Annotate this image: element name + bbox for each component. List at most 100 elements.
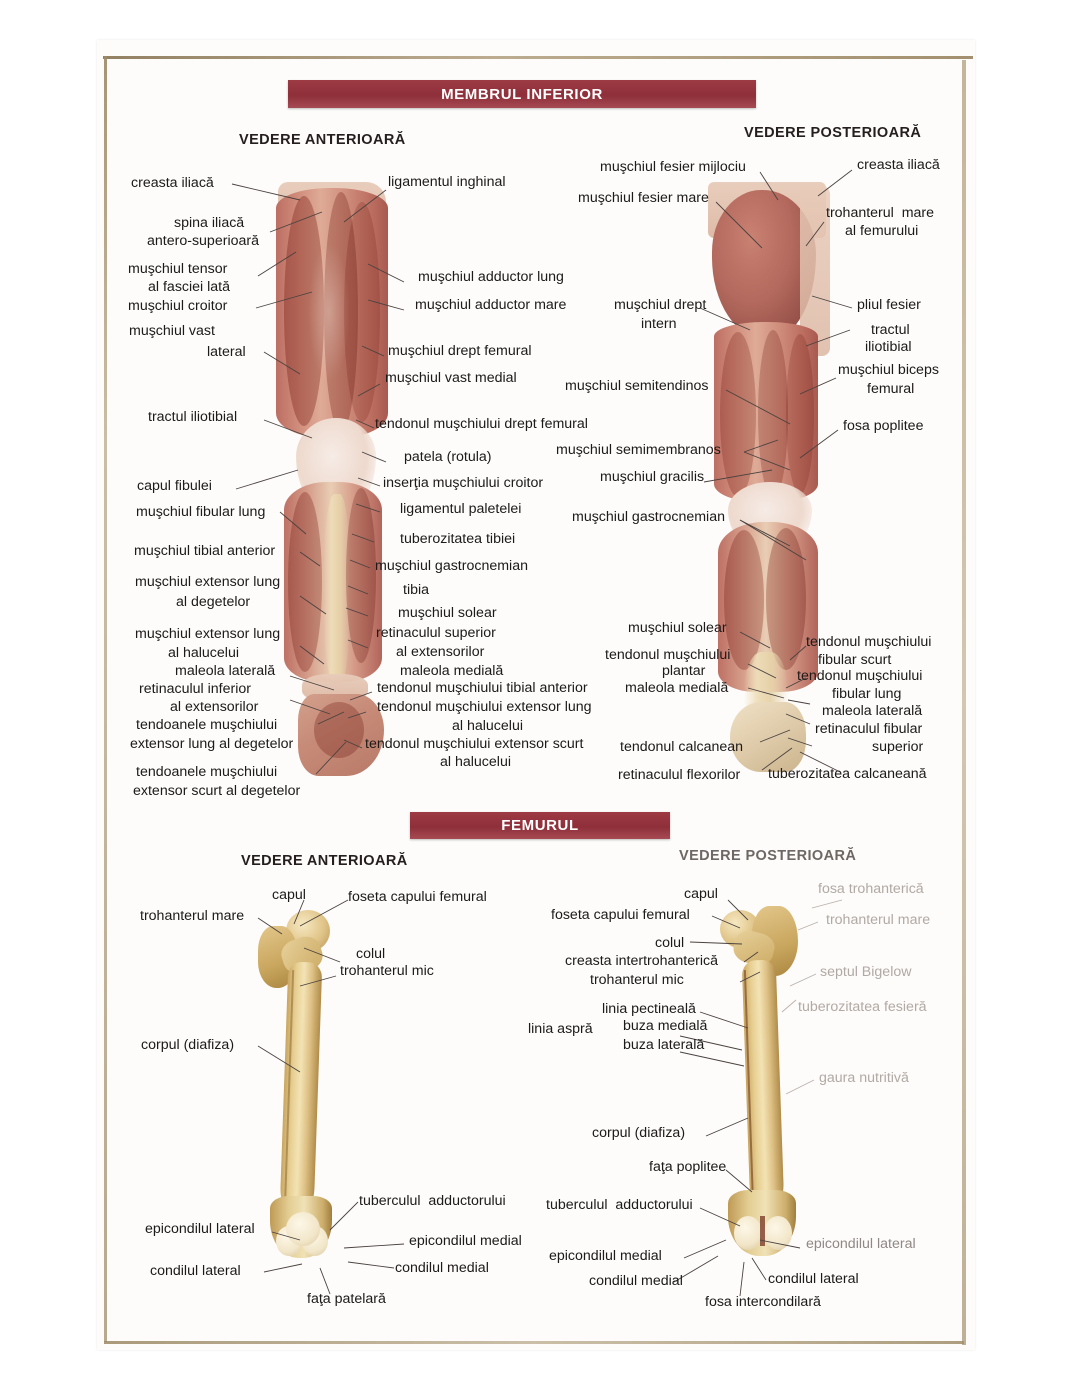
label-fem-ant-capul: capul bbox=[272, 887, 306, 903]
label-tuberozitatea-calcaneana: tuberozitatea calcaneană bbox=[768, 766, 927, 782]
label-tendon-muschiului-plantar: tendonul muşchiului bbox=[605, 647, 731, 663]
label-fem-post-condil-medial: condilul medial bbox=[589, 1273, 683, 1289]
label-tendon-tibial-anterior: tendonul muşchiului tibial anterior bbox=[377, 680, 588, 696]
page-edge-right bbox=[962, 60, 966, 1345]
label-fem-ant-fata-patelara: faţa patelară bbox=[307, 1291, 386, 1307]
label-al-extensorilor-sup: al extensorilor bbox=[396, 644, 485, 660]
label-fibular-scurt: fibular scurt bbox=[818, 652, 892, 668]
label-fem-ant-colul: colul bbox=[356, 946, 386, 962]
label-al-fasciei-lata: al fasciei lată bbox=[148, 279, 231, 295]
label-fosa-poplitee: fosa poplitee bbox=[843, 418, 924, 434]
label-al-halucelui-ant-left: al halucelui bbox=[168, 645, 239, 661]
label-retinaculul-fibular: retinaculul fibular bbox=[815, 721, 923, 737]
label-muschiul-solear-ant: muşchiul solear bbox=[398, 605, 497, 621]
label-tendoane-muschiului-2: tendoanele muşchiului bbox=[136, 764, 278, 780]
label-muschiul-drept: muşchiul drept bbox=[614, 297, 707, 313]
label-fem-ant-epicondil-lateral: epicondilul lateral bbox=[145, 1221, 255, 1237]
label-tendoane-muschiului-1: tendoanele muşchiului bbox=[136, 717, 278, 733]
label-vast-lateral: lateral bbox=[207, 344, 246, 360]
label-fem-ant-tubercul-adductor: tuberculul adductorului bbox=[359, 1193, 506, 1209]
label-al-femurului: al femurului bbox=[845, 223, 919, 239]
label-extensor-lung-haluce: muşchiul extensor lung bbox=[135, 626, 281, 642]
label-patela-rotula: patela (rotula) bbox=[404, 449, 492, 465]
label-extensor-scurt-al-degetelor: extensor scurt al degetelor bbox=[133, 783, 301, 799]
label-tendon-fibular-lung: tendonul muşchiului bbox=[797, 668, 923, 684]
label-fem-ant-trohanter-mic: trohanterul mic bbox=[340, 963, 434, 979]
label-antero-superioara: antero-superioară bbox=[147, 233, 259, 249]
label-muschiul-tibial-anterior: muşchiul tibial anterior bbox=[134, 543, 276, 559]
label-fem-ant-foseta: foseta capului femural bbox=[348, 889, 487, 905]
label-gastrocnemian-post: muşchiul gastrocnemian bbox=[572, 509, 725, 525]
label-fem-post-capul: capul bbox=[684, 886, 718, 902]
label-maleola-mediala-post: maleola medială bbox=[625, 680, 729, 696]
section-banner-membrul-inferior: MEMBRUL INFERIOR bbox=[288, 80, 756, 108]
label-fem-post-buza-laterala: buza laterală bbox=[623, 1037, 705, 1053]
label-muschiul-vast: muşchiul vast bbox=[129, 323, 215, 339]
section-banner-femurul: FEMURUL bbox=[410, 812, 670, 839]
label-semitendinos: muşchiul semitendinos bbox=[565, 378, 709, 394]
label-biceps-femural: muşchiul biceps bbox=[838, 362, 939, 378]
label-tendon-fibular-scurt: tendonul muşchiului bbox=[806, 634, 932, 650]
label-gracilis: muşchiul gracilis bbox=[600, 469, 705, 485]
label-fem-post-epicondil-medial: epicondilul medial bbox=[549, 1248, 662, 1264]
label-fesier-mare: muşchiul fesier mare bbox=[578, 190, 709, 206]
label-adductor-lung: muşchiul adductor lung bbox=[418, 269, 564, 285]
label-ligamentul-inghinal: ligamentul inghinal bbox=[388, 174, 506, 190]
label-extensor-lung-al-degetelor: extensor lung al degetelor bbox=[130, 736, 294, 752]
label-muschiul-tensor: muşchiul tensor bbox=[128, 261, 228, 277]
label-fem-post-fosa-intercondilara: fosa intercondilară bbox=[705, 1294, 821, 1310]
label-maleola-laterala-ant: maleola laterală bbox=[175, 663, 276, 679]
label-fem-post-trohanter-mic: trohanterul mic bbox=[590, 972, 684, 988]
label-muschiul-croitor-ant: muşchiul croitor bbox=[128, 298, 228, 314]
label-fem-ant-corpul: corpul (diafiza) bbox=[141, 1037, 235, 1053]
page-edge-left bbox=[104, 56, 107, 1342]
banner-label-femurul: FEMURUL bbox=[501, 817, 579, 834]
label-fem-post-condil-lateral: condilul lateral bbox=[768, 1271, 859, 1287]
label-tendon-drept-femural: tendonul muşchiului drept femural bbox=[375, 416, 588, 432]
label-maleola-mediala-ant: maleola medială bbox=[400, 663, 504, 679]
label-fibular-lung: fibular lung bbox=[832, 686, 902, 702]
anterior-femur-illustration bbox=[248, 900, 368, 1300]
label-fem-post-gaura-nutritiva: gaura nutritivă bbox=[819, 1070, 909, 1086]
label-fem-ant-condil-medial: condilul medial bbox=[395, 1260, 489, 1276]
label-intern: intern bbox=[641, 316, 677, 332]
label-retinaculul-inferior: retinaculul inferior bbox=[139, 681, 251, 697]
label-tractul: tractul bbox=[871, 322, 910, 338]
label-fem-ant-condil-lateral: condilul lateral bbox=[150, 1263, 241, 1279]
label-adductor-mare: muşchiul adductor mare bbox=[415, 297, 567, 313]
label-fem-post-tubercul-adductor: tuberculul adductorului bbox=[546, 1197, 693, 1213]
label-femural: femural bbox=[867, 381, 915, 397]
label-muschiul-fibular-lung: muşchiul fibular lung bbox=[136, 504, 266, 520]
label-pliul-fesier: pliul fesier bbox=[857, 297, 921, 313]
label-semimembranos: muşchiul semimembranos bbox=[556, 442, 721, 458]
label-fem-post-buza-mediala: buza medială bbox=[623, 1018, 708, 1034]
limb-anterior-view-title: VEDERE ANTERIOARĂ bbox=[239, 132, 406, 148]
label-fem-post-creasta-intertrohanterica: creasta intertrohanterică bbox=[565, 953, 718, 969]
label-fem-ant-epicondil-medial: epicondilul medial bbox=[409, 1233, 522, 1249]
label-al-halucelui-2: al halucelui bbox=[440, 754, 511, 770]
femur-posterior-view-title: VEDERE POSTERIOARĂ bbox=[679, 848, 857, 864]
label-fem-post-colul: colul bbox=[655, 935, 685, 951]
label-creasta-iliaca-ant: creasta iliacă bbox=[131, 175, 214, 191]
label-fem-post-corpul: corpul (diafiza) bbox=[592, 1125, 686, 1141]
label-plantar: plantar bbox=[662, 663, 706, 679]
label-tuberozitatea-tibiei: tuberozitatea tibiei bbox=[400, 531, 516, 547]
label-fesier-mijlociu: muşchiul fesier mijlociu bbox=[600, 159, 746, 175]
label-maleola-laterala-post: maleola laterală bbox=[822, 703, 923, 719]
label-fem-ant-trohanter-mare: trohanterul mare bbox=[140, 908, 245, 924]
label-solear-post: muşchiul solear bbox=[628, 620, 727, 636]
label-fem-post-epicondil-lateral: epicondilul lateral bbox=[806, 1236, 916, 1252]
label-spina-iliaca: spina iliacă bbox=[174, 215, 245, 231]
label-tibia: tibia bbox=[403, 582, 430, 598]
label-fem-post-foseta: foseta capului femural bbox=[551, 907, 690, 923]
label-drept-femural-ant: muşchiul drept femural bbox=[388, 343, 532, 359]
label-tractul-iliotibial-ant: tractul iliotibial bbox=[148, 409, 238, 425]
label-al-halucelui-1: al halucelui bbox=[452, 718, 523, 734]
posterior-femur-illustration bbox=[700, 898, 820, 1298]
page-edge-top bbox=[103, 56, 973, 59]
label-retinaculul-flexorilor: retinaculul flexorilor bbox=[618, 767, 741, 783]
femur-anterior-view-title: VEDERE ANTERIOARĂ bbox=[241, 853, 408, 869]
label-fem-post-fata-poplitee: faţa poplitee bbox=[649, 1159, 727, 1175]
label-al-extensorilor-inf: al extensorilor bbox=[170, 699, 259, 715]
